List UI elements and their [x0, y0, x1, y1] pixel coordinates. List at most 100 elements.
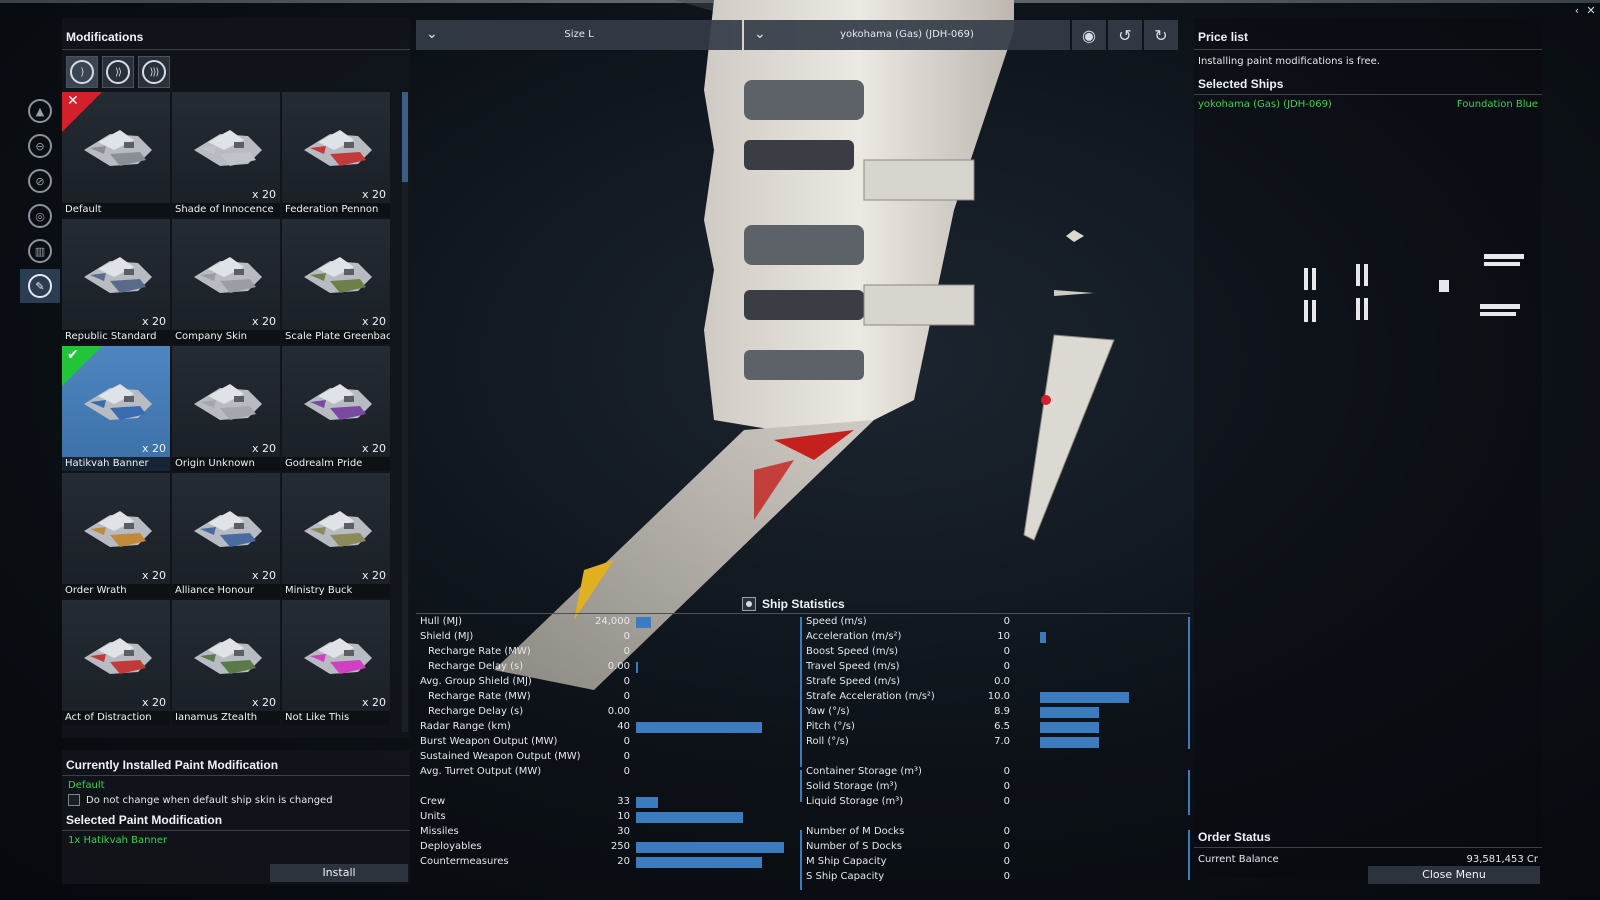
stat-value: 0 — [623, 691, 630, 702]
stats-separator — [1188, 770, 1190, 815]
stat-label: Countermeasures — [420, 856, 509, 867]
keep-checkbox[interactable] — [68, 794, 80, 806]
stat-bar — [636, 662, 784, 673]
stats-separator — [1188, 617, 1190, 749]
stat-label: Burst Weapon Output (MW) — [420, 736, 558, 747]
size-dropdown[interactable]: ⌄ Size L — [416, 20, 742, 50]
stats-separator — [1188, 830, 1190, 880]
close-menu-button[interactable]: Close Menu — [1368, 866, 1540, 884]
stat-row: Strafe Speed (m/s)0.0 — [802, 675, 1192, 690]
sidebar-engine[interactable]: ⊖ — [20, 129, 60, 163]
ship-3d-viewport[interactable] — [414, 0, 1194, 900]
stat-bar-fill — [1040, 722, 1099, 733]
turret-icon: ▥ — [28, 239, 52, 263]
sidebar-turret[interactable]: ▥ — [20, 234, 60, 268]
stat-row: Yaw (°/s)8.9 — [802, 705, 1192, 720]
stat-label: Strafe Acceleration (m/s²) — [806, 691, 935, 702]
stat-label: Missiles — [420, 826, 459, 837]
size-dropdown-value: Size L — [564, 29, 594, 40]
sidebar-ship[interactable]: ▲ — [20, 94, 60, 128]
stat-label: Sustained Weapon Output (MW) — [420, 751, 581, 762]
tile-quantity: x 20 — [251, 442, 276, 455]
keep-checkbox-row[interactable]: Do not change when default ship skin is … — [62, 791, 410, 809]
ship-icon: ▲ — [28, 99, 52, 123]
stat-value: 10 — [997, 631, 1010, 642]
grid-scrollbar[interactable] — [402, 92, 408, 732]
size-tab-l[interactable]: ⟩⟩⟩ — [138, 56, 170, 88]
sidebar-thruster[interactable]: ⊘ — [20, 164, 60, 198]
stat-label: Number of S Docks — [806, 841, 903, 852]
stat-label: Number of M Docks — [806, 826, 905, 837]
stat-row: Burst Weapon Output (MW)0 — [416, 735, 802, 750]
keep-checkbox-label: Do not change when default ship skin is … — [86, 794, 333, 806]
stat-row: Liquid Storage (m³)0 — [802, 795, 1192, 810]
close-icon[interactable]: ✕ — [1586, 4, 1596, 17]
stat-value: 8.9 — [994, 706, 1010, 717]
chevron-down-icon: ⌄ — [754, 26, 766, 42]
size-tab-m[interactable]: ⟩⟩ — [102, 56, 134, 88]
selected-title: Selected Paint Modification — [62, 809, 410, 831]
install-button[interactable]: Install — [270, 864, 408, 882]
stat-bar — [1040, 692, 1188, 703]
ship-dropdown[interactable]: ⌄ yokohama (Gas) (JDH-069) — [744, 20, 1070, 50]
chevron-down-icon: ⌄ — [426, 26, 438, 42]
stat-value: 0.0 — [994, 676, 1010, 687]
sidebar-shield[interactable]: ◎ — [20, 199, 60, 233]
stat-row: Shield (MJ)0 — [416, 630, 802, 645]
stat-bar — [1040, 722, 1188, 733]
stat-spacer — [802, 810, 1192, 825]
stat-value: 6.5 — [994, 721, 1010, 732]
redo-button[interactable]: ↻ — [1144, 20, 1178, 50]
stat-bar-fill — [1040, 692, 1129, 703]
panel-title: Modifications — [62, 18, 410, 50]
ship-preview-icon — [304, 384, 372, 420]
stat-label: Recharge Rate (MW) — [428, 691, 531, 702]
tile-quantity: x 20 — [141, 569, 166, 582]
stat-bar — [636, 842, 784, 853]
size-tab-s[interactable]: ⟩ — [66, 56, 98, 88]
undo-button[interactable]: ↺ — [1108, 20, 1142, 50]
uninstall-badge — [62, 92, 102, 132]
paint-tile[interactable]: ✕Default — [62, 92, 170, 217]
size-tab-m-icon: ⟩⟩ — [106, 60, 130, 84]
selected-ship-row[interactable]: yokohama (Gas) (JDH-069) Foundation Blue — [1194, 95, 1542, 114]
stat-spacer — [416, 780, 802, 795]
x-icon: ✕ — [67, 93, 79, 109]
stat-value: 0 — [1003, 616, 1010, 627]
collapse-toggle-icon[interactable] — [742, 597, 756, 611]
stat-bar-fill — [636, 857, 762, 868]
ship-statistics-header[interactable]: Ship Statistics — [742, 596, 845, 612]
stat-value: 250 — [610, 841, 630, 852]
chevron-left-icon[interactable]: ‹ — [1574, 4, 1580, 17]
stat-row: Travel Speed (m/s)0 — [802, 660, 1192, 675]
stat-label: Recharge Delay (s) — [428, 661, 524, 672]
view-toggle-button[interactable]: ◉ — [1072, 20, 1106, 50]
tile-quantity: x 20 — [361, 569, 386, 582]
stat-label: Pitch (°/s) — [806, 721, 855, 732]
sidebar-paint[interactable]: ✎ — [20, 269, 60, 303]
stat-label: Speed (m/s) — [806, 616, 867, 627]
selected-ship-paint: Foundation Blue — [1456, 99, 1538, 110]
scroll-thumb[interactable] — [402, 92, 408, 182]
stat-bar-fill — [636, 797, 658, 808]
stat-value: 0 — [1003, 646, 1010, 657]
stat-row: Acceleration (m/s²)10 — [802, 630, 1192, 645]
